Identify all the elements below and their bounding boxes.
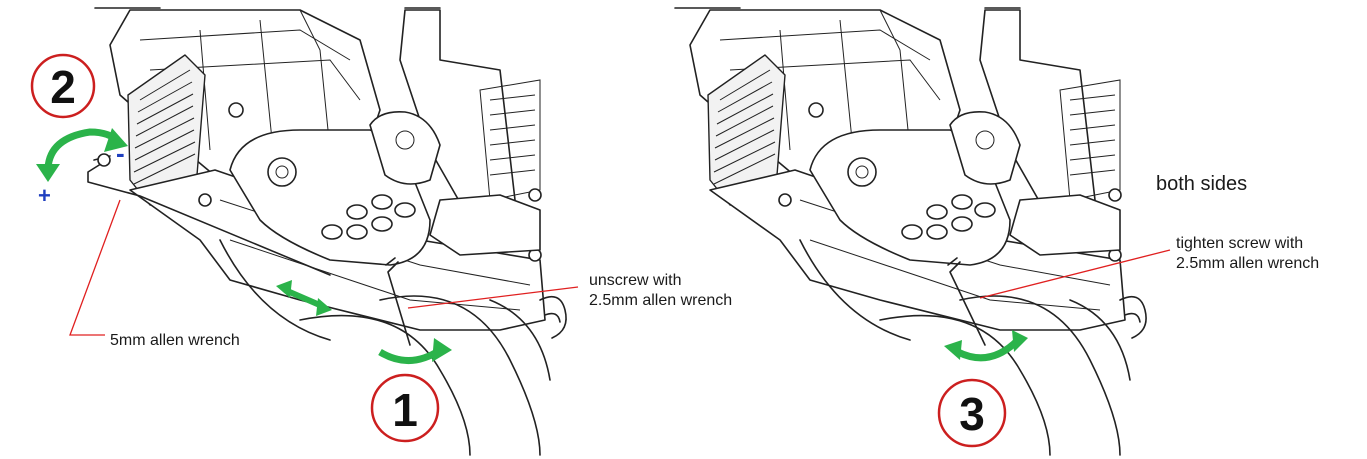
label-unscrew-line2: 2.5mm allen wrench	[589, 292, 732, 309]
label-unscrew-line1: unscrew with	[589, 272, 681, 289]
mechanism-drawing-right	[674, 7, 1147, 456]
step-number-3: 3	[959, 388, 985, 440]
plus-sign: +	[38, 183, 51, 208]
mechanism-drawing-left	[94, 7, 567, 456]
allen-wrench-2.5mm-left	[387, 261, 411, 346]
leader-tighten	[979, 249, 1171, 299]
right-panel: 3 both sides tighten screw with 2.5mm al…	[674, 7, 1319, 456]
label-tighten-line1: tighten screw with	[1176, 235, 1303, 252]
leader-unscrew	[407, 286, 579, 309]
leader-5mm	[69, 199, 121, 336]
allen-wrench-2.5mm-right	[949, 261, 986, 346]
label-5mm-allen-wrench: 5mm allen wrench	[110, 332, 240, 349]
step-circle-2	[30, 53, 96, 119]
step-circle-1	[370, 373, 440, 443]
allen-wrench-5mm	[87, 161, 331, 276]
step-number-2: 2	[50, 61, 76, 113]
rotate-arrow-screw-right	[956, 337, 1021, 362]
step-circle-3	[937, 378, 1007, 448]
rotate-arrow-screw-left	[378, 347, 442, 364]
left-panel: - + 2 1 5mm allen wrench unscrew with 2.…	[30, 7, 732, 456]
label-tighten-line2: 2.5mm allen wrench	[1176, 255, 1319, 272]
minus-sign: -	[116, 138, 125, 168]
step-number-1: 1	[392, 384, 418, 436]
label-both-sides: both sides	[1156, 173, 1247, 195]
slide-double-arrow	[283, 287, 324, 309]
